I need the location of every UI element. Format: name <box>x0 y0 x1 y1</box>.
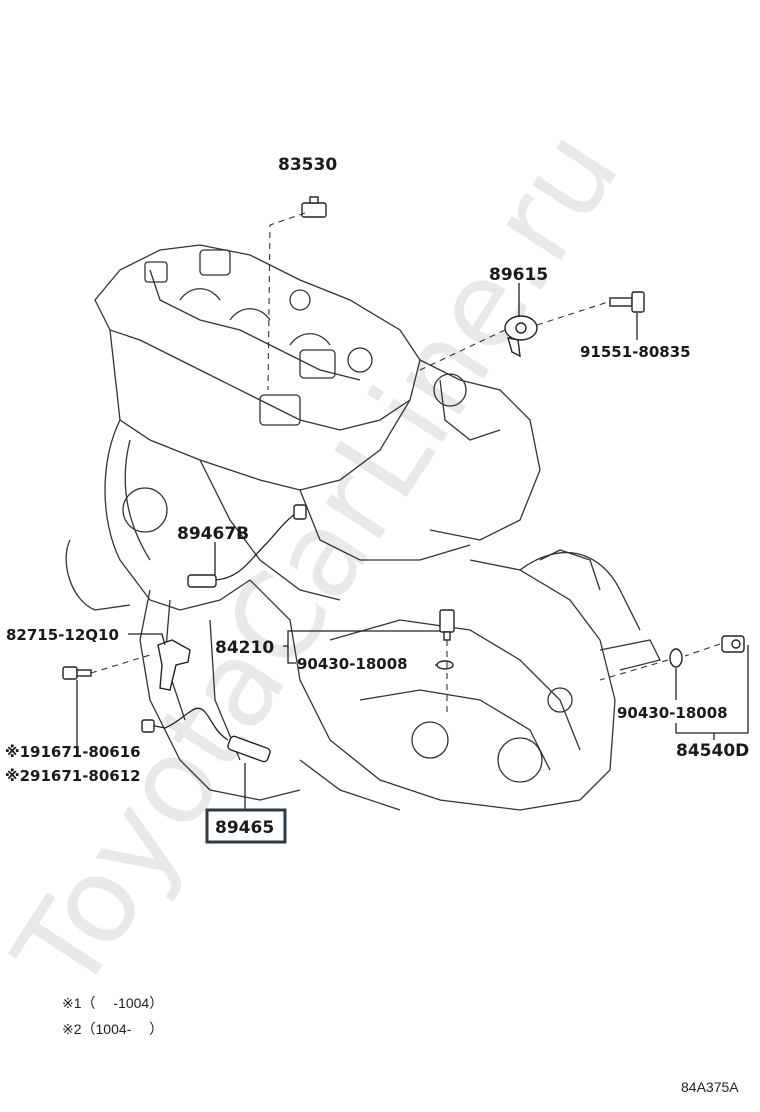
label-83530[interactable]: 83530 <box>278 155 337 175</box>
leader-lines <box>76 283 749 810</box>
engine-assembly-drawing <box>65 244 661 811</box>
footnote-1: ※1（ -1004） <box>62 995 163 1011</box>
gasket-right-part <box>669 648 683 668</box>
diagram-code: 84A375A <box>681 1079 739 1095</box>
install-lines <box>90 212 721 715</box>
label-89465[interactable]: 89465 <box>215 818 274 838</box>
bolt-91551-part <box>609 291 645 313</box>
bolt-91671-part <box>62 666 92 680</box>
oxygen-sensor-part <box>141 707 271 763</box>
knock-sensor-part <box>504 315 538 358</box>
label-84540d[interactable]: 84540D <box>676 741 749 761</box>
label-89615[interactable]: 89615 <box>489 265 548 285</box>
watermark: ToyotaCarLine.ru <box>0 106 645 1016</box>
label-90430-18008-center[interactable]: 90430-18008 <box>297 655 408 673</box>
oil-pressure-switch-part <box>301 196 327 218</box>
label-91551-80835[interactable]: 91551-80835 <box>580 343 691 361</box>
highlight-box-89465 <box>205 808 287 844</box>
switch-84210-part <box>439 609 455 641</box>
gasket-center-part <box>436 660 454 670</box>
label-91671-80616[interactable]: ※191671-80616 <box>5 743 141 761</box>
label-84210[interactable]: 84210 <box>215 638 274 658</box>
air-fuel-sensor-part <box>187 504 307 588</box>
footnote-2: ※2（1004- ） <box>62 1021 163 1037</box>
switch-84540d-part <box>721 635 745 653</box>
label-91671-80612[interactable]: ※291671-80612 <box>5 767 141 785</box>
bracket-82715-part <box>157 639 191 691</box>
label-89467b[interactable]: 89467B <box>177 524 249 544</box>
label-90430-18008-right[interactable]: 90430-18008 <box>617 704 728 722</box>
label-82715-12q10[interactable]: 82715-12Q10 <box>6 626 119 644</box>
